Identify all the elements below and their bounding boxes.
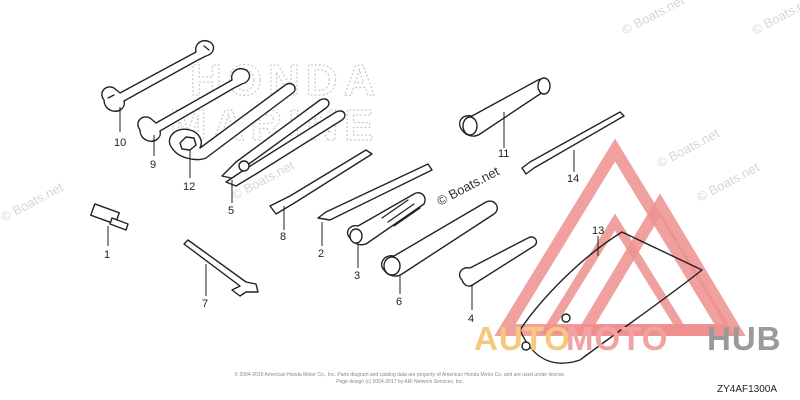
callout-10: 10	[114, 137, 126, 149]
tool-bag-part-13[interactable]	[519, 231, 703, 364]
callout-3: 3	[354, 270, 360, 282]
box-spanner-part-11[interactable]	[458, 77, 551, 137]
callout-1: 1	[104, 249, 110, 261]
brand-auto: AUTO	[474, 320, 571, 357]
screwdriver-part-8[interactable]	[269, 149, 373, 215]
copyright-line2: Page design (c) 2004-2017 by ARI Network…	[336, 379, 464, 385]
callout-2: 2	[318, 248, 324, 260]
wrench-part-10[interactable]	[101, 40, 215, 112]
callout-4: 4	[468, 313, 474, 325]
brand-hub: HUB	[707, 320, 782, 357]
callout-14: 14	[567, 173, 579, 185]
callout-13: 13	[592, 225, 604, 237]
hex-key-part-7[interactable]	[183, 239, 259, 297]
ring-spanner-part-12[interactable]	[168, 82, 296, 161]
boats-watermark-top-right: © Boats.net	[619, 0, 687, 38]
callout-9: 9	[150, 159, 156, 171]
boats-watermark-right-mid: © Boats.net	[654, 125, 722, 170]
leader-lines	[107, 107, 599, 310]
automotohub-logo-text: AUTO MOTO HUB	[474, 320, 782, 357]
callout-11: 11	[498, 148, 509, 160]
clip-part-1[interactable]	[90, 203, 129, 231]
boats-watermark-left: © Boats.net	[0, 179, 66, 224]
boats-watermark-right: © Boats.net	[694, 159, 762, 204]
callout-8: 8	[280, 231, 286, 243]
callout-6: 6	[396, 296, 402, 308]
brand-moto: MOTO	[566, 320, 668, 357]
wrench-part-9[interactable]	[137, 68, 251, 142]
wrench-part-4[interactable]	[458, 236, 538, 287]
callout-7: 7	[202, 298, 208, 310]
diagram-code: ZY4AF1300A	[717, 384, 777, 395]
box-spanner-part-6[interactable]	[380, 200, 498, 277]
pliers-part-5[interactable]	[221, 98, 346, 187]
callout-12: 12	[183, 181, 195, 193]
copyright-line1: © 2004-2010 American Honda Motor Co., In…	[234, 371, 565, 378]
boats-watermark-top-far-right: © Boats.net	[749, 0, 800, 38]
rod-part-14[interactable]	[521, 111, 625, 175]
callout-5: 5	[228, 205, 234, 217]
screwdriver-part-2[interactable]	[317, 163, 433, 221]
